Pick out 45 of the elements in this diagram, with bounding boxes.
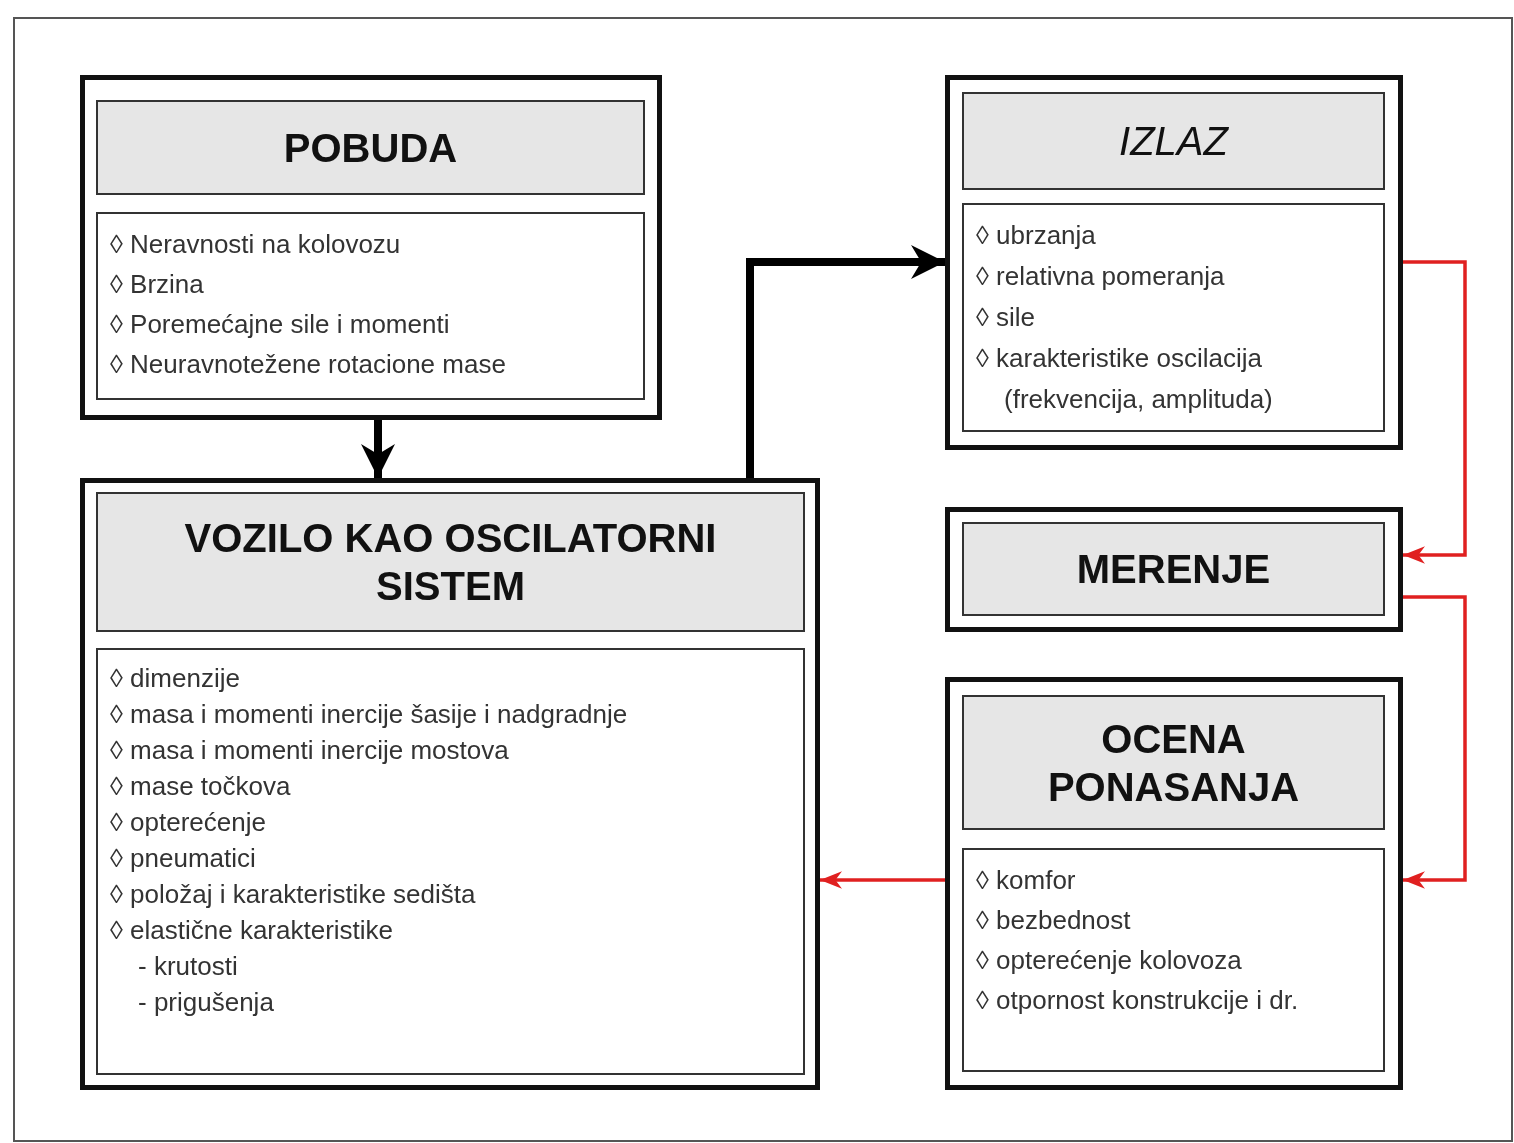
list-item: ◊ Poremećajne sile i momenti [110, 308, 451, 341]
box-title: POBUDA [283, 124, 458, 172]
list-box [962, 203, 1385, 432]
group-box [80, 75, 662, 420]
list-item: ◊ položaj i karakteristike sedišta [110, 878, 477, 911]
arrow [820, 871, 945, 889]
group-box [945, 677, 1403, 1090]
header-box [96, 492, 805, 632]
list-item: ◊ opterećenje [110, 806, 267, 839]
header-box [962, 92, 1385, 190]
list-item: - prigušenja [137, 986, 275, 1019]
list-item: ◊ opterećenje kolovoza [976, 944, 1243, 977]
group-box [945, 75, 1403, 450]
list-item: ◊ bezbednost [976, 904, 1132, 937]
list-item: ◊ mase točkova [110, 770, 292, 803]
list-box [96, 212, 645, 400]
group-box [945, 507, 1403, 632]
arrow [1403, 595, 1467, 889]
arrow [746, 245, 945, 478]
group-box [80, 478, 820, 1090]
list-item: ◊ komfor [976, 864, 1077, 897]
box-title: IZLAZ [1119, 118, 1228, 165]
list-item: ◊ karakteristike oscilacija (frekvencija, amplituda) [976, 342, 1274, 416]
list-item: ◊ otpornost konstrukcije i dr. [976, 984, 1300, 1017]
list-item: ◊ elastične karakteristike [110, 914, 395, 947]
header-box [962, 522, 1385, 616]
list-item: ◊ Neravnosti na kolovozu [110, 228, 402, 261]
box-title: VOZILO KAO OSCILATORNI SISTEM [183, 515, 718, 610]
list-item: ◊ dimenzije [110, 662, 241, 695]
list-item: ◊ pneumatici [110, 842, 257, 875]
list-item: - krutosti [137, 950, 239, 983]
list-item: ◊ masa i momenti inercije mostova [110, 734, 510, 767]
list-box [96, 648, 805, 1075]
list-item: ◊ masa i momenti inercije šasije i nadgradnje [110, 698, 629, 731]
list-item: ◊ Neuravnotežene rotacione mase [110, 348, 507, 381]
header-box [962, 695, 1385, 830]
list-box [962, 848, 1385, 1072]
list-item: ◊ relativna pomeranja [976, 260, 1226, 293]
arrow [1403, 260, 1467, 564]
header-box [96, 100, 645, 195]
box-title: OCENA PONASANJA [1046, 715, 1301, 811]
list-item: ◊ Brzina [110, 268, 205, 301]
list-item: ◊ ubrzanja [976, 219, 1097, 252]
box-title: MERENJE [1076, 546, 1271, 593]
list-item: ◊ sile [976, 301, 1037, 334]
